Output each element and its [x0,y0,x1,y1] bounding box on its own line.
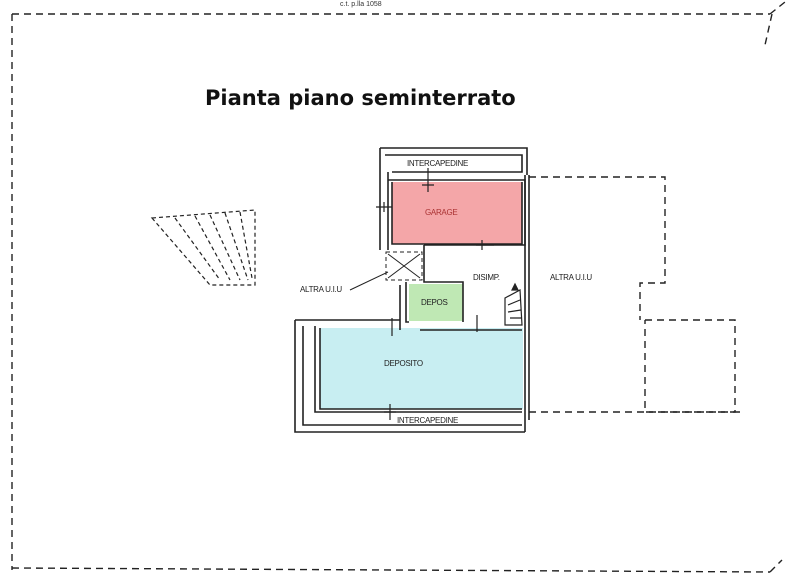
room-label-altra-uiu-right: ALTRA U.I.U [550,273,592,282]
lot-boundary [11,1,786,573]
void-shaft [385,251,423,281]
page-title: Pianta piano seminterrato [205,86,516,110]
room-label-depos: DEPOS [421,298,448,307]
depos-fill [409,284,463,321]
door-marks [376,168,494,420]
boundary-label-top: c.t. p.lla 1058 [340,1,382,8]
external-stair [150,209,256,286]
internal-stair [504,282,523,326]
walls [294,147,530,433]
adjacent-unit-outline [529,176,740,413]
room-label-deposito: DEPOSITO [384,359,423,368]
leader-line [349,271,389,291]
room-label-intercapedine-top: INTERCAPEDINE [407,159,468,168]
deposito-fill [320,328,523,409]
room-label-intercapedine-bottom: INTERCAPEDINE [397,416,458,425]
garage-fill [392,182,522,244]
room-label-garage: GARAGE [425,208,457,217]
room-label-altra-uiu-left: ALTRA U.I.U [300,285,342,294]
room-label-disimpegno: DISIMP. [473,273,500,282]
